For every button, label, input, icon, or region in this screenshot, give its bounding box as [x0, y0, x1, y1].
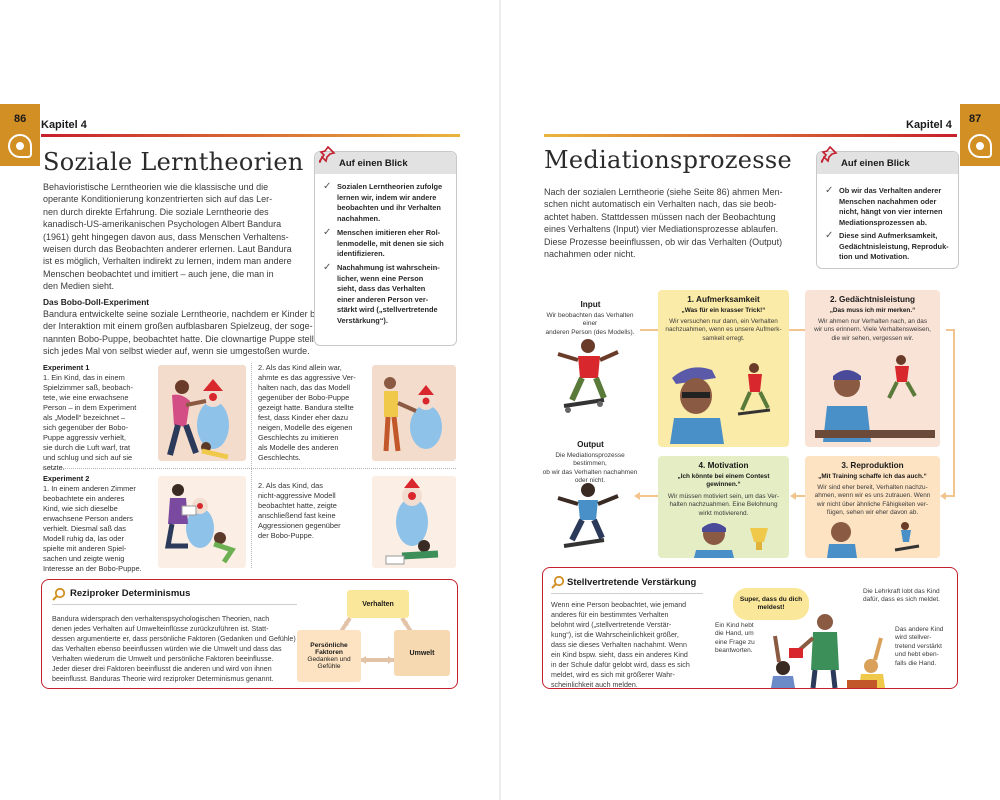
- attention-observer-illustration: [670, 363, 771, 444]
- pushpin-icon: [319, 146, 336, 163]
- retention-thinking-illustration: [815, 355, 935, 442]
- output-desc: Die Mediationsprozesse bestimmen,ob wir …: [542, 452, 638, 485]
- classroom-illustration: [771, 614, 885, 688]
- reciprocal-title: Reziproker Determinismus: [70, 588, 191, 599]
- head-profile-icon: [968, 134, 992, 158]
- glance-item: ✓ Nachahmung ist wahrschein-licher, wenn…: [323, 262, 440, 325]
- experiment1-adult-illustration: [158, 365, 246, 461]
- reciprocal-text: Bandura widersprach den verhaltenspsycho…: [52, 615, 296, 683]
- left-page-title: Soziale Lerntheorien: [43, 148, 304, 176]
- reproduction-practice-illustration: [827, 522, 920, 558]
- right-intro: Nach der sozialen Lerntheorie (siehe Sei…: [544, 187, 783, 260]
- glance-title: Auf einen Blick: [841, 158, 910, 169]
- checkmark-icon: ✓: [323, 181, 332, 192]
- input-skateboarder-illustration: [557, 339, 619, 413]
- experiment1-child-illustration: [372, 365, 456, 461]
- bobo-heading: Das Bobo-Doll-Experiment: [43, 297, 150, 307]
- vicarious-title: Stellvertretende Verstärkung: [567, 577, 697, 588]
- left-glance-box: Auf einen Blick ✓ Sozialen Lerntheorien …: [314, 146, 457, 346]
- checkmark-icon: ✓: [825, 230, 834, 241]
- magnifier-icon: [551, 575, 565, 589]
- process-reproduction-panel: 3. Reproduktion „Mit Training schaffe ic…: [805, 456, 940, 558]
- input-title: Input: [580, 300, 601, 309]
- right-page-title: Mediationsprozesse: [544, 146, 793, 174]
- vicarious-box: Stellvertretende Verstärkung Wenn eine P…: [542, 567, 958, 689]
- experiment1-step2: 2. Als das Kind allein war,ahmte es das …: [258, 363, 356, 462]
- process-retention-panel: 2. Gedächtnisleistung „Das muss ich mir …: [805, 290, 940, 447]
- output-title: Output: [577, 440, 604, 449]
- experiment2-child-illustration: [372, 476, 456, 568]
- pushpin-icon: [821, 146, 838, 163]
- checkmark-icon: ✓: [323, 227, 332, 238]
- head-profile-icon: [8, 134, 32, 158]
- bobo-paragraph: Bandura entwickelte seine soziale Lernth…: [43, 309, 323, 357]
- page-spine: [499, 0, 501, 800]
- node-behavior: Verhalten: [347, 590, 409, 618]
- glance-title: Auf einen Blick: [339, 158, 408, 169]
- glance-header: [817, 152, 958, 174]
- node-personal-factors: Persönliche Faktoren Gedanken und Gefühl…: [297, 630, 361, 682]
- checkmark-icon: ✓: [323, 262, 332, 273]
- process-attention-panel: 1. Aufmerksamkeit „Was für ein krasser T…: [658, 290, 789, 447]
- glance-item: ✓ Menschen imitieren eher Rol-lenmodelle…: [323, 227, 444, 258]
- left-intro: Behavioristische Lerntheorien wie die kl…: [43, 182, 292, 292]
- process-motivation-panel: 4. Motivation „Ich könnte bei einem Cont…: [658, 456, 789, 558]
- magnifier-icon: [52, 587, 66, 601]
- left-page-number: 86: [14, 113, 27, 125]
- right-page-number: 87: [969, 113, 982, 125]
- right-glance-box: Auf einen Blick ✓ Ob wir das Verhalten a…: [816, 146, 959, 269]
- right-header-rule: [544, 134, 957, 137]
- right-chapter-tab: [960, 104, 1000, 166]
- left-chapter-tab: [0, 104, 40, 166]
- left-chapter-label: Kapitel 4: [41, 119, 87, 131]
- checkmark-icon: ✓: [825, 185, 834, 196]
- reciprocal-box: Reziproker Determinismus Bandura widersp…: [41, 579, 458, 689]
- left-header-rule: [41, 134, 460, 137]
- experiment-divider-h: [43, 468, 456, 469]
- right-chapter-label: Kapitel 4: [906, 119, 952, 131]
- output-skateboarder-illustration: [557, 483, 619, 548]
- praise-speech-bubble: Super, dass du dich meldest!: [733, 588, 809, 620]
- motivation-trophy-illustration: [694, 523, 768, 558]
- node-environment: Umwelt: [394, 630, 450, 676]
- glance-header: [315, 152, 456, 174]
- experiment2-adult-illustration: [158, 476, 246, 568]
- experiment-divider: [251, 363, 252, 568]
- glance-item: ✓ Diese sind Aufmerksamkeit,Gedächtnisle…: [825, 230, 949, 261]
